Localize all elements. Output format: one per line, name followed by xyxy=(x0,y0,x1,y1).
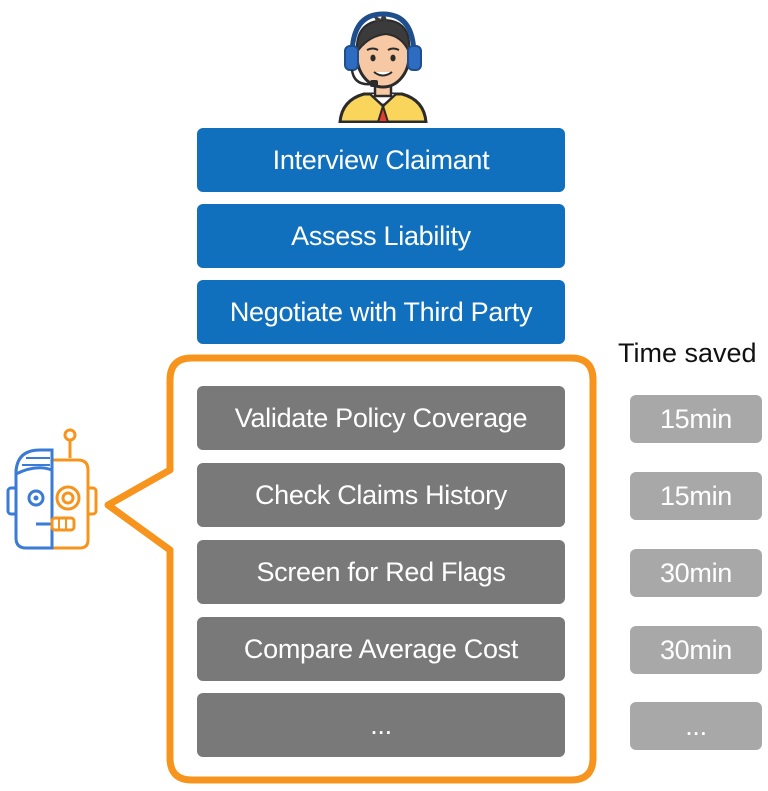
automated-task-box: Validate Policy Coverage xyxy=(197,386,565,450)
human-task-box: Interview Claimant xyxy=(197,128,565,192)
robot-icon xyxy=(6,428,98,550)
time-saved-pill: 30min xyxy=(630,549,762,597)
time-saved-pill: 30min xyxy=(630,626,762,674)
automated-task-box: ... xyxy=(197,693,565,757)
human-task-box: Negotiate with Third Party xyxy=(197,280,565,344)
call-center-agent-icon xyxy=(338,11,428,123)
time-saved-pill: ... xyxy=(630,702,762,750)
automated-task-box: Compare Average Cost xyxy=(197,617,565,681)
automated-task-box: Screen for Red Flags xyxy=(197,540,565,604)
human-task-box: Assess Liability xyxy=(197,204,565,268)
automated-task-box: Check Claims History xyxy=(197,463,565,527)
time-saved-pill: 15min xyxy=(630,472,762,520)
time-saved-header: Time saved xyxy=(618,338,757,368)
time-saved-pill: 15min xyxy=(630,395,762,443)
